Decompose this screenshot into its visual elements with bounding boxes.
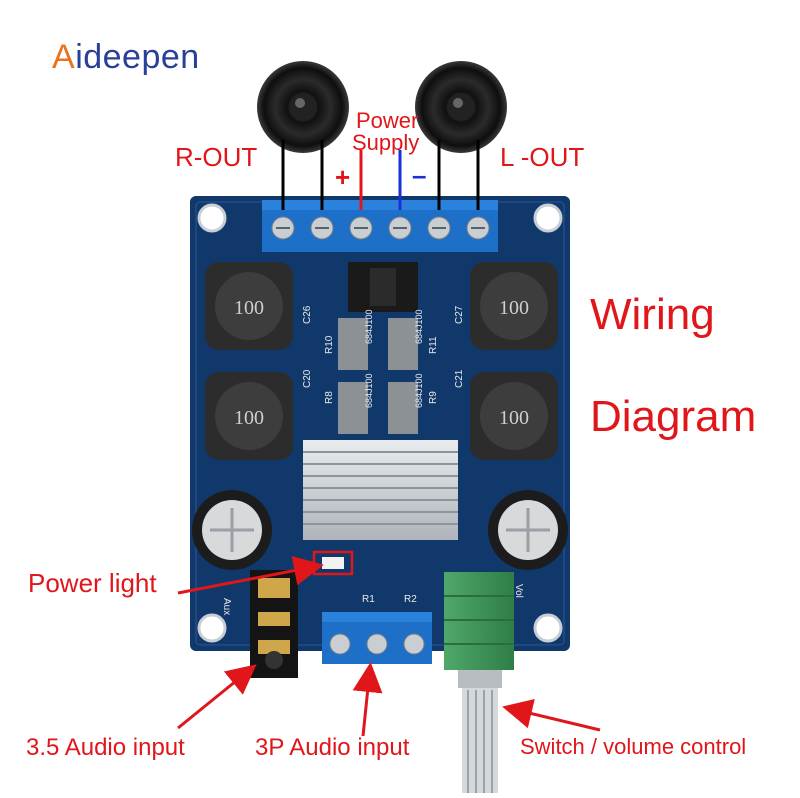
output-terminal-block	[262, 200, 498, 252]
res-label: 684J100	[414, 309, 424, 344]
power-led	[322, 557, 344, 569]
silk-c27: C27	[454, 305, 465, 324]
inductor-label: 100	[499, 297, 529, 319]
inductor-bottom-left: 100	[205, 372, 293, 460]
minus-sign: –	[412, 160, 427, 190]
brand-logo-a: A	[52, 38, 76, 76]
audio-jack-35	[250, 570, 298, 678]
brand-logo: Aideepen	[52, 38, 200, 77]
power-supply-label-line1: Power	[356, 108, 419, 133]
audio-3p-arrow	[352, 662, 383, 737]
audio-3p-label: 3P Audio input	[255, 734, 410, 761]
silk-r8: R8	[324, 391, 335, 404]
brand-logo-rest: ideepen	[75, 38, 200, 76]
inductor-label: 100	[234, 407, 264, 429]
speaker-left-icon	[415, 61, 507, 153]
title-wiring: Wiring	[590, 290, 715, 339]
inductor-top-left: 100	[205, 262, 293, 350]
heatsink	[303, 440, 458, 540]
res-label: 684J100	[364, 373, 374, 408]
switch-volume-label: Switch / volume control	[520, 734, 747, 759]
power-light-arrow	[177, 555, 324, 595]
input-terminal-3p	[322, 612, 432, 664]
silk-r1: R1	[362, 594, 375, 605]
inductor-top-right: 100	[470, 262, 558, 350]
power-light-label: Power light	[28, 568, 157, 598]
title-diagram: Diagram	[590, 392, 757, 441]
silk-vol: Vol	[513, 584, 524, 598]
plus-sign: +	[335, 162, 351, 192]
inductor-label: 100	[234, 297, 264, 319]
capacitor-right	[488, 490, 568, 570]
volume-potentiometer	[444, 572, 514, 793]
r-out-label: R-OUT	[175, 142, 258, 172]
volume-arrow	[502, 698, 601, 732]
silk-r9: R9	[428, 391, 439, 404]
inductor-bottom-right: 100	[470, 372, 558, 460]
res-label: 684J100	[414, 373, 424, 408]
silk-c21: C21	[454, 369, 465, 388]
audio-35-arrow	[177, 664, 257, 730]
capacitor-left	[192, 490, 272, 570]
speaker-right-icon	[257, 61, 349, 153]
silk-c20: C20	[302, 369, 313, 388]
audio-35-label: 3.5 Audio input	[26, 734, 185, 761]
inductor-label: 100	[499, 407, 529, 429]
resistor-blocks	[338, 318, 418, 434]
res-label: 684J100	[364, 309, 374, 344]
l-out-label: L -OUT	[500, 142, 585, 172]
silk-r2: R2	[404, 594, 417, 605]
silk-c26: C26	[302, 305, 313, 324]
silk-r11: R11	[428, 336, 439, 354]
speaker-wires	[281, 140, 480, 210]
power-supply-label-line2: Supply	[352, 130, 420, 155]
silk-r10: R10	[324, 335, 335, 354]
silk-aux: Aux	[221, 598, 232, 615]
